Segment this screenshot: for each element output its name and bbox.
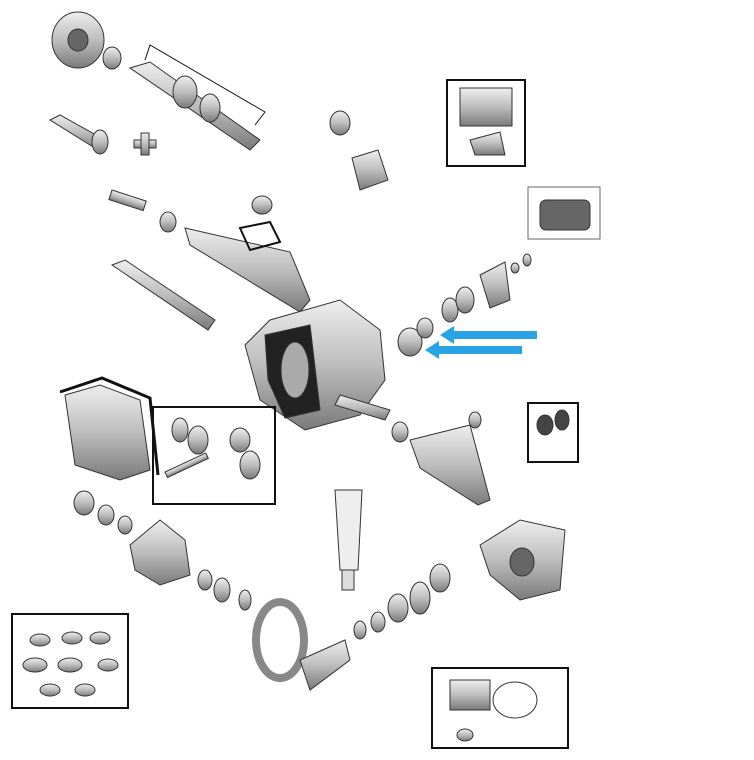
- sealant-tube-icon: [334, 489, 363, 591]
- inset-spider-gear-kit: [152, 406, 276, 505]
- axle-tube-icon: [391, 411, 491, 506]
- bolt-icon: [539, 199, 591, 231]
- inset-bearing-kit: [11, 613, 129, 709]
- bearing-icon: [397, 253, 532, 357]
- inset-bolt-kit: [527, 186, 601, 240]
- steering-knuckle-icon: [479, 519, 566, 601]
- axle-housing-icon: [244, 299, 391, 431]
- shift-fork-icon: [469, 131, 506, 156]
- actuator-icon: [329, 110, 389, 191]
- bearing-kit-icon: [22, 631, 119, 697]
- blue-arrow: [425, 341, 522, 359]
- blue-arrow: [440, 326, 537, 344]
- cable-kit-icon: [449, 679, 538, 742]
- differential-icon: [73, 490, 252, 611]
- wheel-hub-icon: [51, 11, 122, 70]
- axle-shaft-icon: [128, 44, 266, 151]
- inner-shaft-icon: [108, 189, 311, 331]
- diff-cover-icon: [59, 376, 160, 481]
- inset-ball-joint-kit: [527, 402, 579, 463]
- ball-joint-icon: [536, 409, 570, 436]
- inset-shift-fork-kit: [446, 79, 526, 167]
- pinion-bearing-icon: [353, 563, 451, 640]
- ring-gear-icon: [252, 598, 351, 691]
- arrow-icon: [425, 326, 537, 359]
- inset-cable-kit: [431, 667, 569, 749]
- shift-module-icon: [459, 87, 513, 127]
- u-joint-icon: [48, 114, 157, 156]
- spider-gear-icon: [164, 417, 261, 480]
